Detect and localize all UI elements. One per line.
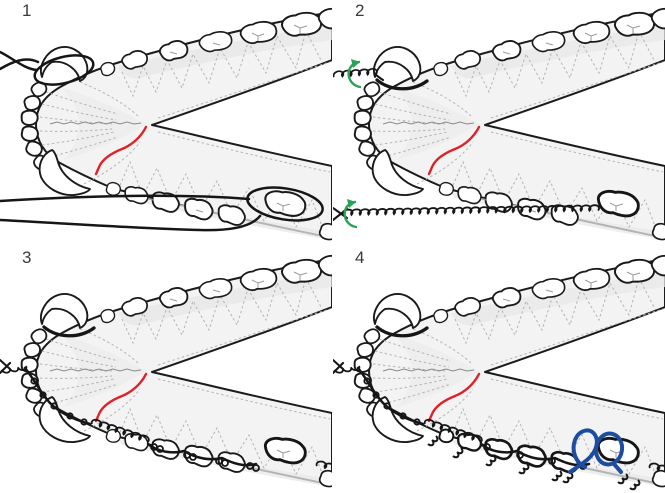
panel-number: 3 bbox=[22, 248, 32, 267]
panel-step-3: 3 bbox=[0, 247, 332, 493]
panel-step-2: 2 bbox=[333, 0, 665, 246]
wire-around-canine bbox=[375, 325, 429, 338]
wire-twist-exit bbox=[648, 462, 665, 472]
wire-free-end bbox=[0, 50, 39, 72]
cerclage-wire-twisted bbox=[333, 67, 642, 222]
wire-twist-along-teeth bbox=[423, 418, 483, 443]
panel-step-1: 1 bbox=[0, 0, 332, 246]
mandible-illustration-step-3 bbox=[0, 247, 332, 493]
wire-strand bbox=[0, 194, 251, 203]
wire-twist-tail bbox=[333, 365, 361, 374]
rotation-arrow-icon bbox=[343, 199, 358, 229]
panel-number: 1 bbox=[22, 1, 32, 20]
wire-hugging-teeth bbox=[479, 442, 591, 467]
wire-strand bbox=[0, 214, 262, 232]
wire-twist-bottom bbox=[341, 204, 600, 217]
cerclage-wire-tightened bbox=[0, 325, 332, 472]
wire-twist-top bbox=[333, 67, 378, 78]
interdental-loops bbox=[150, 443, 260, 472]
wire-around-canine bbox=[375, 78, 429, 91]
wire-free-end bbox=[0, 58, 40, 71]
wire-twist-exit bbox=[315, 460, 332, 470]
wire-twist-tail bbox=[0, 365, 28, 374]
rotation-arrow-icon bbox=[347, 59, 362, 89]
wire-twist-marks bbox=[30, 377, 88, 426]
panel-number: 4 bbox=[355, 248, 365, 267]
wire-twist-along-teeth bbox=[90, 418, 150, 443]
wire-loop-highlight-icon bbox=[568, 428, 625, 474]
wire-around-canine bbox=[42, 325, 96, 338]
mandible-illustration-step-2 bbox=[333, 0, 665, 246]
panel-number: 2 bbox=[355, 1, 365, 20]
mandible-illustration-step-4 bbox=[333, 247, 665, 491]
wire-hugging-teeth bbox=[146, 442, 258, 467]
wire-loop-canine bbox=[33, 54, 95, 86]
cerclage-wire-loose bbox=[0, 50, 324, 232]
mandible-illustration-step-1 bbox=[0, 0, 332, 246]
panel-step-4: 4 bbox=[333, 247, 665, 493]
wire-twist-marks bbox=[363, 377, 421, 426]
